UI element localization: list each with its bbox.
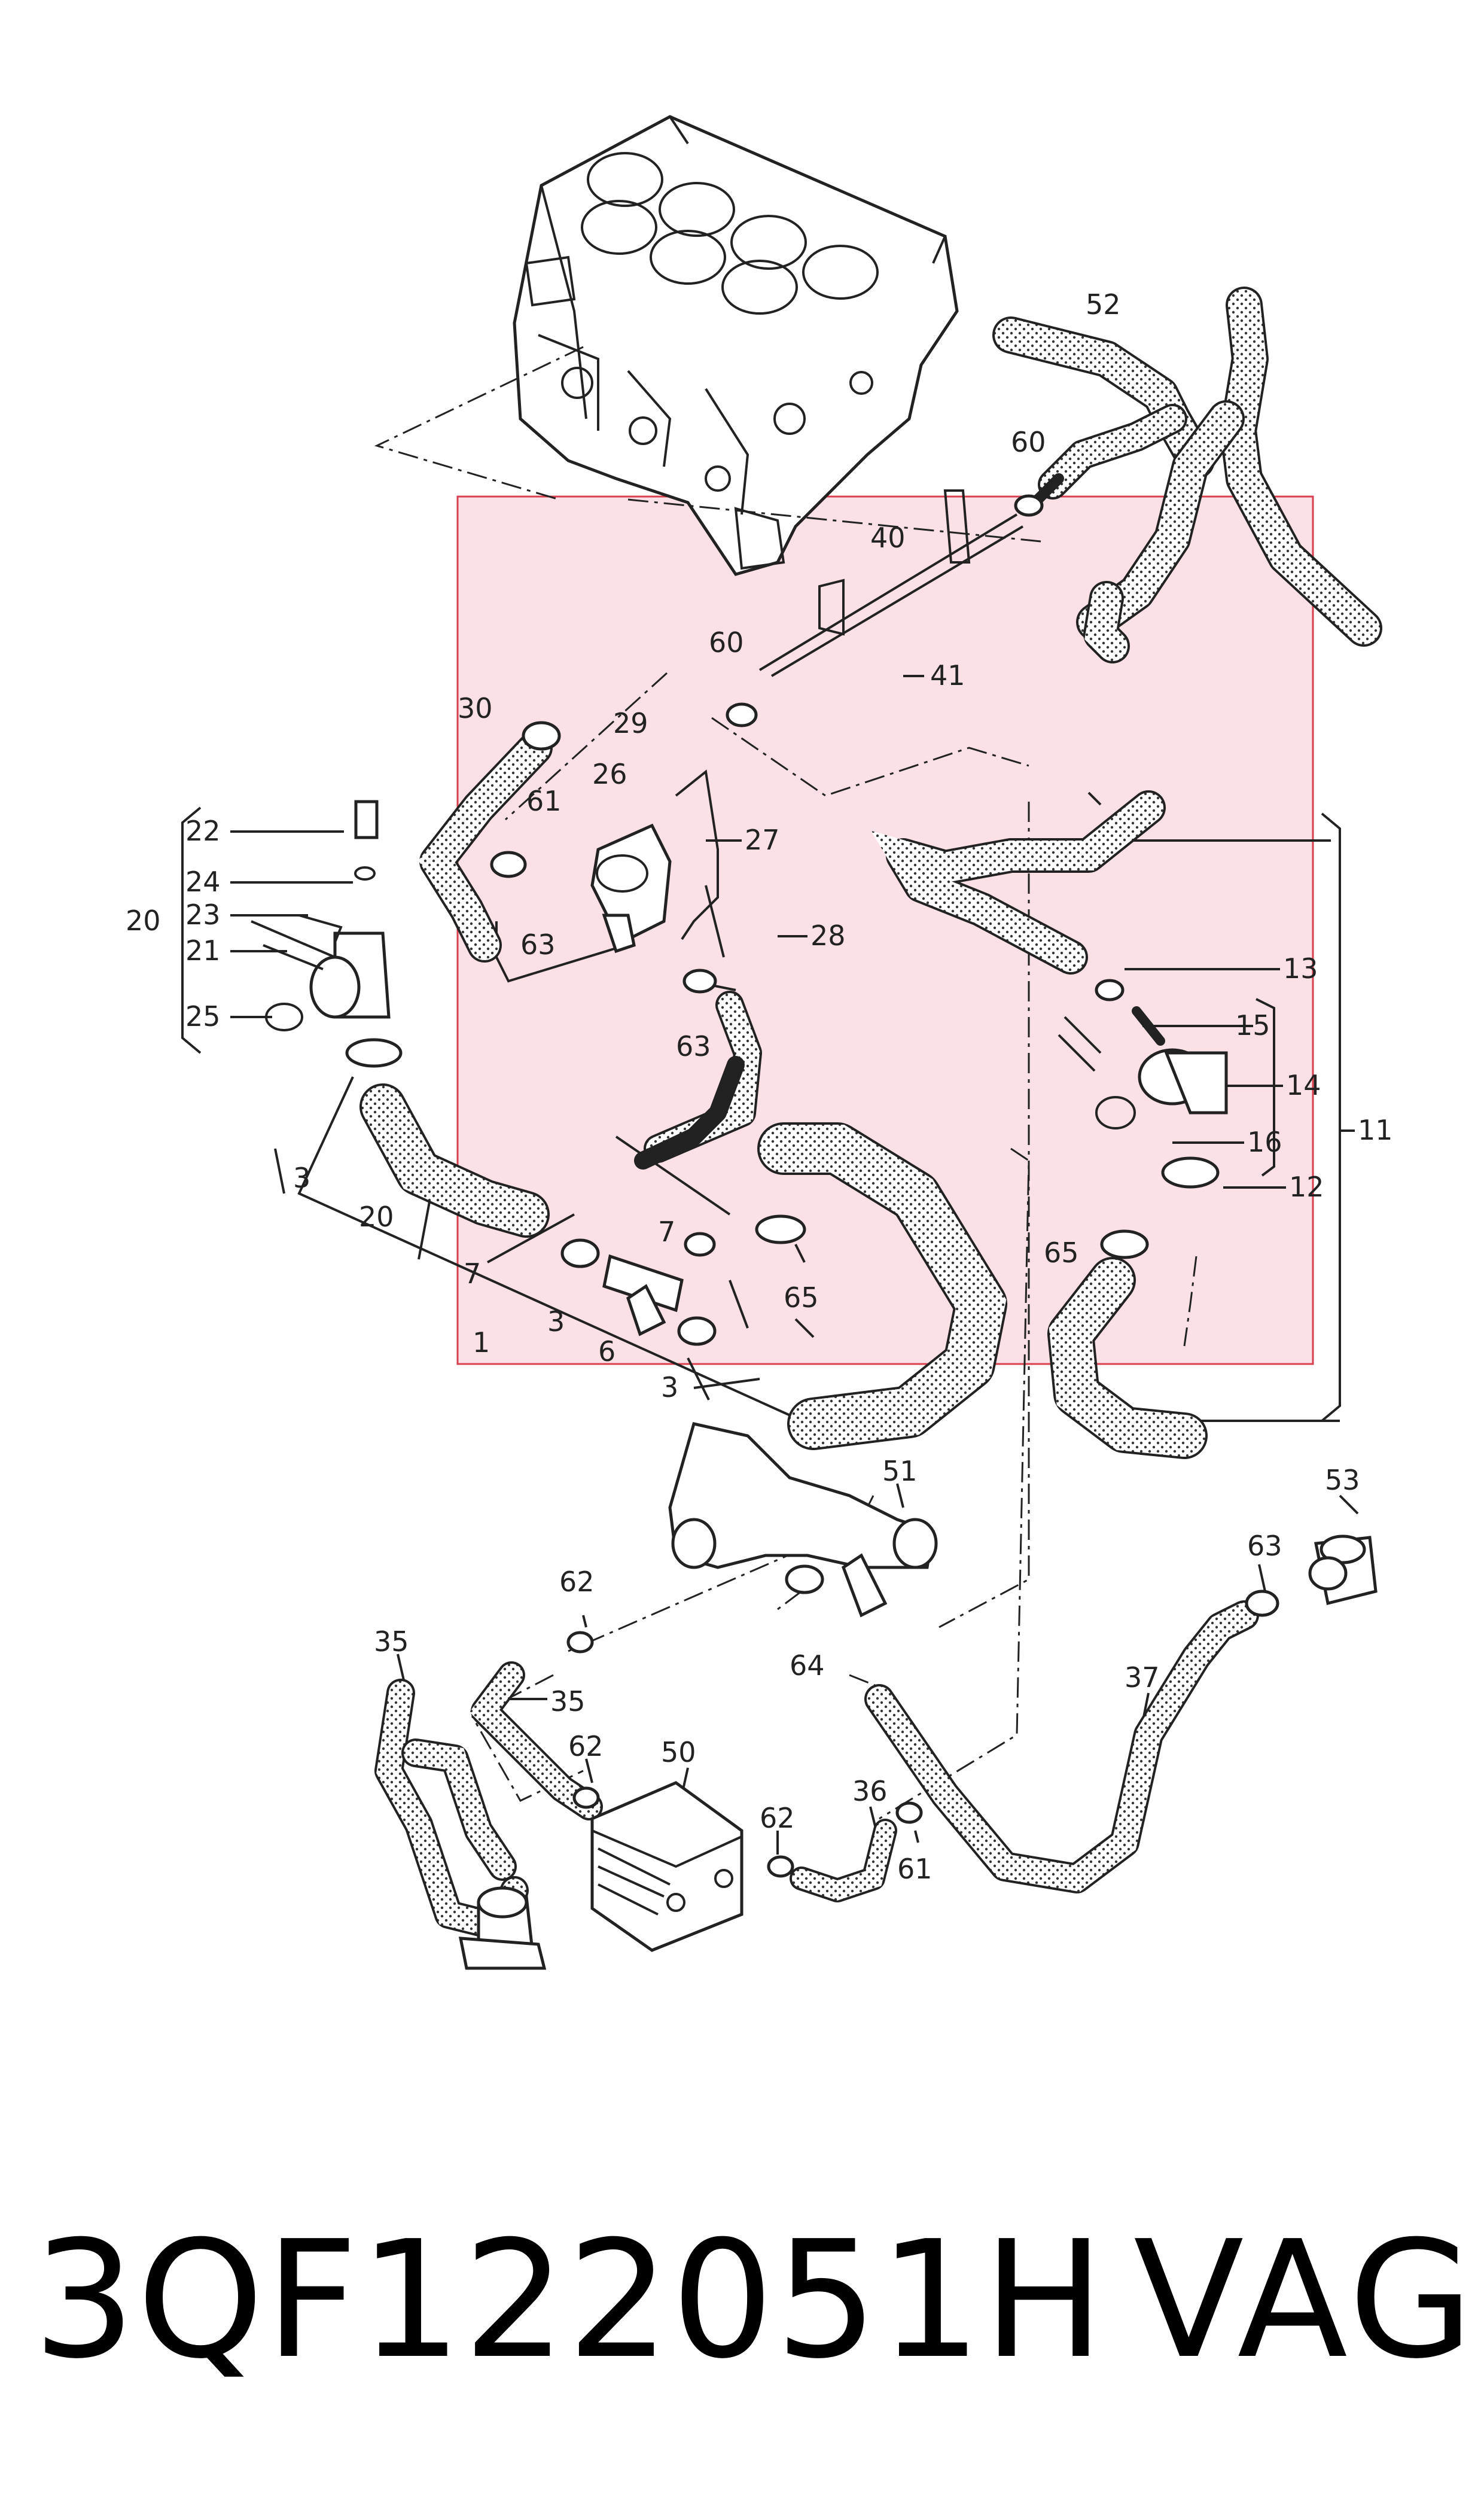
engine-block: [513, 115, 959, 576]
callout-labels: 52 60 40 60 41 30 29 61 26 27 28 63 63 2…: [126, 288, 1393, 1885]
callout-6: 6: [598, 1335, 615, 1368]
callout-35: 35: [374, 1625, 409, 1658]
callout-20: 20: [126, 905, 161, 937]
callout-51: 51: [882, 1455, 918, 1487]
callout-37: 37: [1125, 1661, 1160, 1694]
highlight-region: [456, 495, 1314, 1365]
callout-53: 53: [1325, 1464, 1360, 1496]
callout-26: 26: [592, 758, 627, 790]
callout-3: 3: [293, 1162, 310, 1194]
callout-61: 61: [526, 785, 562, 817]
callout-21: 21: [185, 934, 221, 967]
callout-7: 7: [464, 1258, 481, 1290]
callout-28: 28: [810, 919, 846, 952]
callout-40: 40: [870, 522, 906, 554]
callout-60: 60: [1011, 426, 1046, 458]
callout-50: 50: [661, 1736, 696, 1768]
callout-62: 62: [559, 1566, 595, 1598]
callout-22: 22: [185, 815, 221, 847]
callout-62: 62: [568, 1730, 604, 1762]
callout-60: 60: [709, 626, 744, 659]
callout-1: 1: [473, 1326, 490, 1359]
part-number: 3QF122051H: [33, 2206, 1106, 2394]
callout-41: 41: [930, 659, 965, 692]
callout-16: 16: [1247, 1126, 1282, 1158]
callout-12: 12: [1289, 1171, 1324, 1203]
callout-30: 30: [458, 692, 493, 724]
callout-36: 36: [852, 1775, 888, 1807]
callout-14: 14: [1286, 1069, 1321, 1101]
callout-7: 7: [658, 1216, 675, 1248]
callout-35: 35: [550, 1685, 586, 1718]
callout-3: 3: [661, 1371, 678, 1403]
callout-27: 27: [745, 824, 780, 856]
callout-3: 3: [547, 1305, 565, 1338]
callout-20: 20: [359, 1201, 394, 1233]
callout-64: 64: [790, 1649, 825, 1682]
hoses: [359, 287, 1382, 1941]
callout-15: 15: [1235, 1009, 1270, 1042]
callout-13: 13: [1283, 952, 1318, 985]
components: [251, 494, 1378, 1970]
callout-25: 25: [185, 1000, 221, 1033]
callout-65: 65: [784, 1281, 819, 1314]
brand-name: VAG: [1133, 2206, 1477, 2394]
callout-62: 62: [760, 1802, 795, 1834]
callout-52: 52: [1086, 288, 1121, 321]
callout-63: 63: [676, 1030, 711, 1062]
callout-24: 24: [185, 866, 221, 898]
callout-63: 63: [1247, 1530, 1282, 1562]
callout-11: 11: [1358, 1114, 1393, 1146]
callout-61: 61: [897, 1853, 933, 1885]
callout-63: 63: [520, 928, 556, 961]
callout-65: 65: [1044, 1237, 1079, 1269]
callout-23: 23: [185, 899, 221, 931]
callout-29: 29: [613, 707, 648, 739]
